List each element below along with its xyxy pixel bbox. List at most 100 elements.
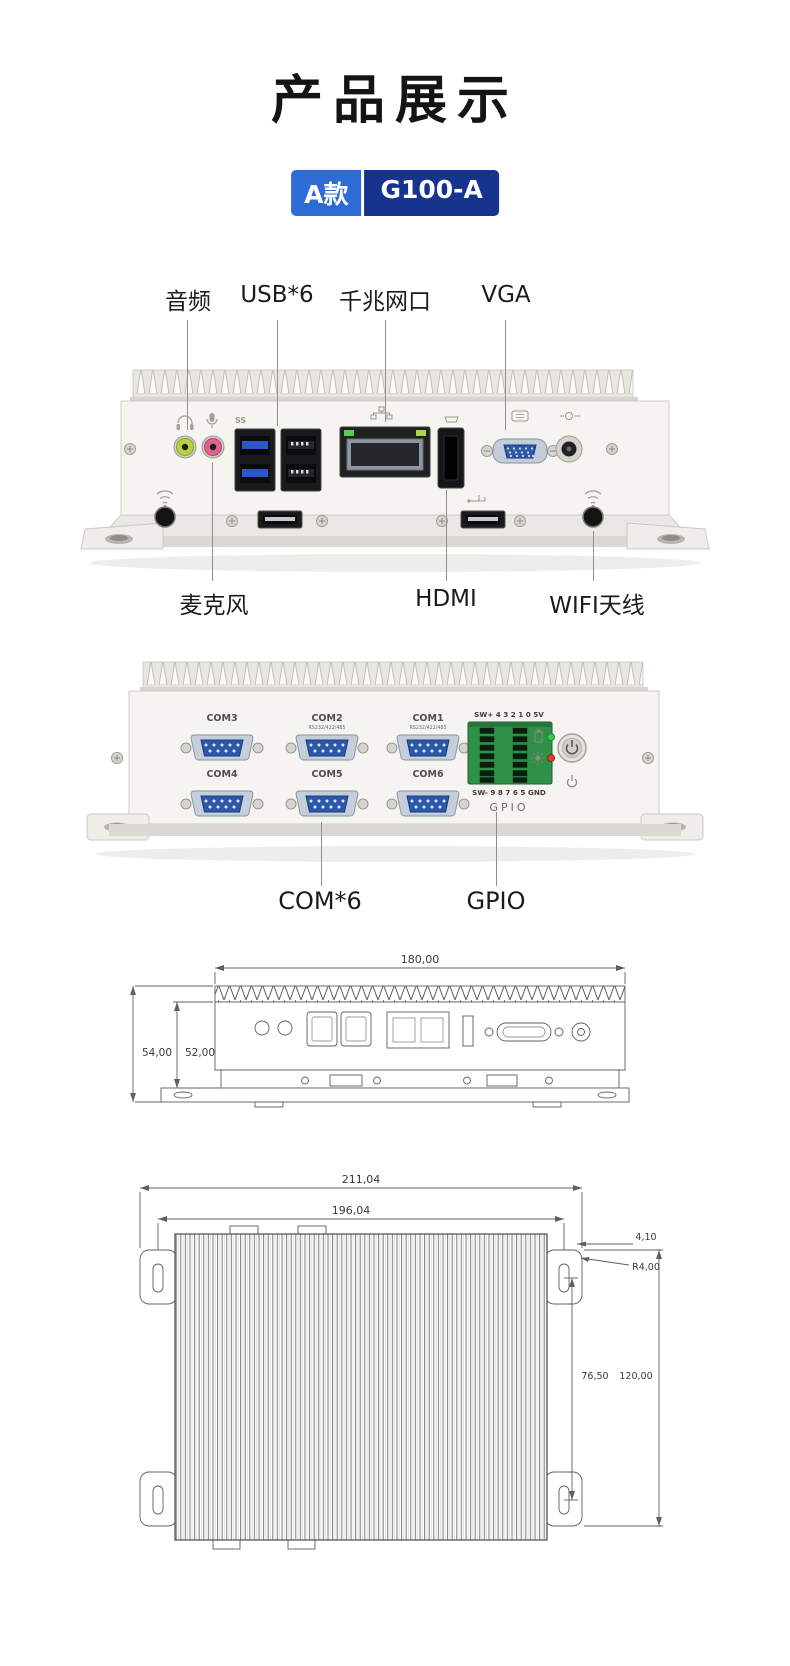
gpio-row-top-label: SW+ 4 3 2 1 0 5V <box>474 710 544 719</box>
dc-power-icon <box>560 412 581 420</box>
com6-label: COM6 <box>412 769 444 780</box>
dim-height-body-label: 52,00 <box>185 1047 215 1059</box>
screw <box>436 515 448 527</box>
ethernet-port <box>339 406 431 478</box>
power-button <box>557 733 587 763</box>
photo-shadow <box>95 846 695 862</box>
screw <box>111 752 123 764</box>
audio-out-jack <box>173 435 197 459</box>
usb-icon <box>467 495 486 503</box>
dim-hole-span-label: 76,50 <box>581 1371 608 1382</box>
com-port-4 <box>180 790 264 817</box>
callout-line-hdmi <box>446 490 447 581</box>
callout-audio: 音频 <box>165 289 211 315</box>
usb-port-bottom-mid <box>460 510 506 529</box>
wifi-antenna-left <box>154 490 176 528</box>
com-port-2 <box>285 734 369 761</box>
dim-width-label: 180,00 <box>401 953 440 966</box>
com2-subtext: RS232/422/485 <box>308 725 345 731</box>
usb-port-bottom-left <box>257 510 303 529</box>
vga-icon <box>511 410 529 422</box>
gpio-print-label: GPIO <box>489 801 528 814</box>
gpio-terminal-block <box>467 721 553 785</box>
vga-port <box>481 410 559 464</box>
callout-line-gpio <box>496 812 497 886</box>
brightness-icon <box>531 751 545 765</box>
photo-shadow <box>90 554 700 572</box>
page-title: 产品展示 <box>270 71 519 131</box>
model-variant-label: A款 <box>291 170 362 216</box>
headphone-icon <box>176 415 194 430</box>
rear-view-section: COM3 COM2 COM1 RS232/422/485 RS232/422/4… <box>0 655 790 930</box>
screw <box>514 515 526 527</box>
dim-total-width-label: 211,04 <box>342 1173 381 1186</box>
hdmi-icon <box>444 416 459 423</box>
rear-panel-photo: COM3 COM2 COM1 RS232/422/485 RS232/422/4… <box>86 661 704 862</box>
battery-icon <box>534 729 543 743</box>
dim-height-total-label: 54,00 <box>142 1047 172 1059</box>
heatsink-fins <box>142 661 644 689</box>
heatsink-fins <box>132 369 634 399</box>
com3-label: COM3 <box>206 713 237 724</box>
front-dimension-section: 180,00 54,00 52,00 <box>0 948 790 1138</box>
callout-line-wifi <box>593 531 594 581</box>
screw <box>316 515 328 527</box>
front-dimension-drawing: 180,00 54,00 52,00 <box>130 953 630 1108</box>
screw <box>226 515 238 527</box>
power-icon <box>566 775 578 788</box>
wifi-icon <box>584 490 602 508</box>
top-dimension-drawing: 211,04 196,04 4,10 R4,00 76,50 120,00 <box>139 1173 663 1550</box>
wifi-icon <box>156 490 174 508</box>
com2-label: COM2 <box>311 713 342 724</box>
callout-usb6: USB*6 <box>240 282 314 308</box>
dim-body-width-label: 196,04 <box>332 1204 371 1217</box>
screw <box>606 443 618 455</box>
front-view-section: 音频 USB*6 千兆网口 VGA <box>0 268 790 640</box>
dim-ear-span-label: 120,00 <box>619 1371 652 1382</box>
callout-wifi-antenna: WIFI天线 <box>549 593 645 619</box>
dim-ear-offset-label: 4,10 <box>635 1232 656 1243</box>
lan-icon <box>370 406 393 420</box>
com-port-5 <box>285 790 369 817</box>
callout-line-lan <box>385 320 386 422</box>
callout-line-usb6 <box>277 320 278 426</box>
callout-mic: 麦克风 <box>179 593 249 619</box>
hdmi-port <box>437 416 465 489</box>
callout-gpio: GPIO <box>466 887 526 915</box>
power-led <box>547 733 555 741</box>
mic-in-jack <box>201 435 225 459</box>
com4-label: COM4 <box>206 769 238 780</box>
com1-subtext: RS232/422/485 <box>409 725 446 731</box>
usb3-ports: SS <box>234 416 276 492</box>
front-panel-photo: SS <box>80 369 710 572</box>
callout-com6: COM*6 <box>278 887 362 915</box>
callout-line-audio <box>187 320 188 430</box>
hdd-led <box>547 754 555 762</box>
top-dimension-section: 211,04 196,04 4,10 R4,00 76,50 120,00 <box>0 1162 790 1566</box>
audio-jacks <box>173 413 225 459</box>
right-mount-ear <box>626 522 710 550</box>
screw <box>124 443 136 455</box>
gpio-row-bottom-label: SW- 9 8 7 6 5 GND <box>472 788 546 797</box>
dim-corner-radius-label: R4,00 <box>632 1262 660 1273</box>
dc-power-jack <box>555 412 583 463</box>
wifi-antenna-right <box>582 490 604 528</box>
model-number-label: G100-A <box>364 170 499 216</box>
callout-lan: 千兆网口 <box>339 289 431 315</box>
usb2-ports <box>280 428 322 492</box>
com-port-3 <box>180 734 264 761</box>
callout-vga: VGA <box>481 282 531 308</box>
com1-label: COM1 <box>412 713 443 724</box>
left-mount-ear <box>80 522 164 550</box>
screw <box>481 445 493 457</box>
callout-line-mic <box>212 463 213 581</box>
com5-label: COM5 <box>311 769 342 780</box>
com-port-6 <box>386 790 470 817</box>
callout-hdmi: HDMI <box>415 586 477 612</box>
model-badge: A款 G100-A <box>291 170 499 216</box>
com-port-1 <box>386 734 470 761</box>
usb3-icon: SS <box>235 416 246 425</box>
callout-line-com6 <box>321 822 322 886</box>
callout-line-vga <box>505 320 506 430</box>
